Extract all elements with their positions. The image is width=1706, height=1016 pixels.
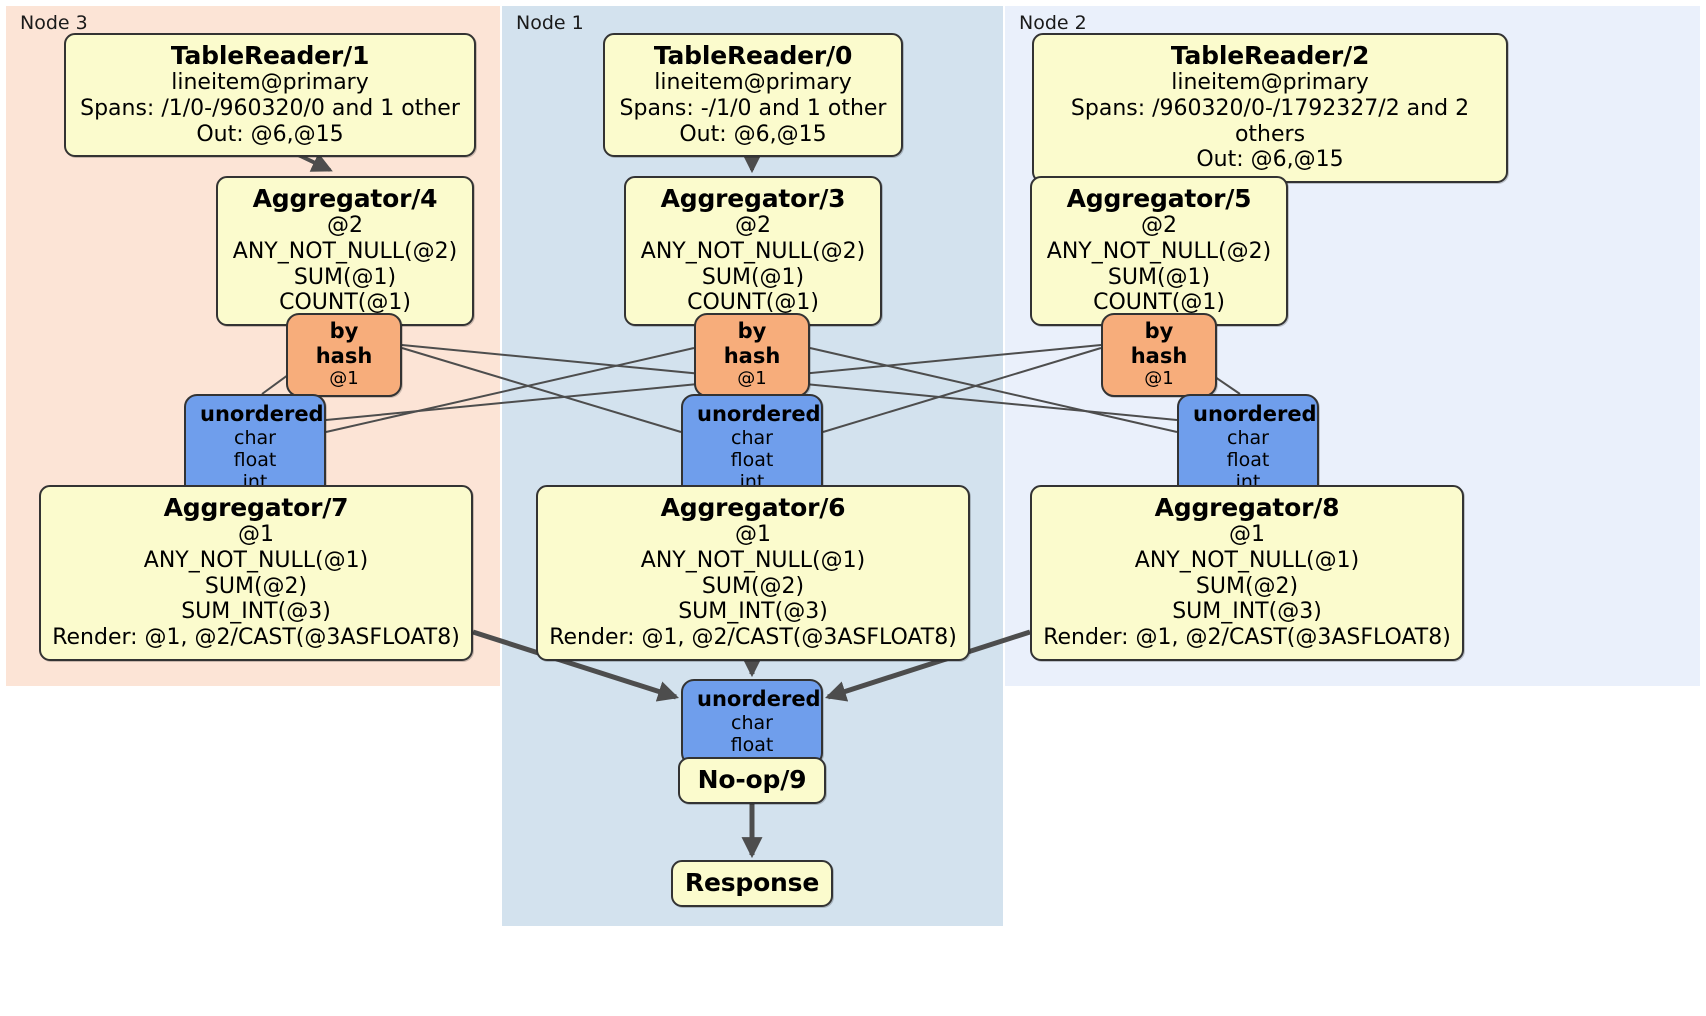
processor-detail: SUM(@2) [204, 573, 308, 599]
processor-detail: @1 [735, 522, 771, 548]
processor-detail: lineitem@primary [654, 70, 852, 96]
synchronizer-type: float [233, 448, 277, 471]
router-detail: @1 [737, 368, 767, 390]
processor-aggregator-6[interactable]: Aggregator/6 @1 ANY_NOT_NULL(@1) SUM(@2)… [536, 485, 970, 661]
node-panel-label: Node 3 [20, 12, 88, 34]
processor-tablereader-1[interactable]: TableReader/1 lineitem@primary Spans: /1… [64, 33, 476, 158]
processor-detail: ANY_NOT_NULL(@2) [640, 238, 866, 264]
synchronizer-type: float [1226, 448, 1270, 471]
router-title: by hash [1130, 319, 1188, 368]
processor-aggregator-3[interactable]: Aggregator/3 @2 ANY_NOT_NULL(@2) SUM(@1)… [624, 176, 882, 327]
processor-title: Aggregator/3 [660, 184, 846, 213]
router-title: by hash [723, 319, 781, 368]
router-byhash-5[interactable]: by hash @1 [1101, 313, 1217, 398]
router-byhash-4[interactable]: by hash @1 [286, 313, 402, 398]
processor-title: Aggregator/4 [252, 184, 438, 213]
processor-detail: COUNT(@1) [687, 290, 819, 316]
synchronizer-title: unordered [697, 402, 821, 426]
router-title: by hash [315, 319, 373, 368]
processor-detail: ANY_NOT_NULL(@2) [1046, 238, 1272, 264]
processor-response[interactable]: Response [671, 860, 833, 908]
processor-detail: COUNT(@1) [1093, 290, 1225, 316]
processor-detail: SUM(@2) [701, 573, 805, 599]
processor-title: Aggregator/5 [1066, 184, 1252, 213]
processor-aggregator-8[interactable]: Aggregator/8 @1 ANY_NOT_NULL(@1) SUM(@2)… [1030, 485, 1464, 661]
processor-aggregator-7[interactable]: Aggregator/7 @1 ANY_NOT_NULL(@1) SUM(@2)… [39, 485, 473, 661]
processor-detail: SUM(@1) [1107, 264, 1211, 290]
processor-render: Render: @1, @2/CAST(@3ASFLOAT8) [1043, 625, 1451, 651]
processor-detail: SUM_INT(@3) [181, 599, 331, 625]
processor-detail: @2 [327, 213, 363, 239]
processor-detail: @1 [1229, 522, 1265, 548]
synchronizer-title: unordered [200, 402, 324, 426]
node-panel-label: Node 1 [516, 12, 584, 34]
processor-title: TableReader/0 [653, 41, 853, 70]
router-detail: @1 [329, 368, 359, 390]
processor-title: Aggregator/8 [1154, 493, 1340, 522]
processor-aggregator-5[interactable]: Aggregator/5 @2 ANY_NOT_NULL(@2) SUM(@1)… [1030, 176, 1288, 327]
processor-aggregator-4[interactable]: Aggregator/4 @2 ANY_NOT_NULL(@2) SUM(@1)… [216, 176, 474, 327]
synchronizer-type: char [731, 426, 773, 449]
processor-detail: Out: @6,@15 [679, 121, 827, 147]
processor-title: TableReader/2 [1170, 41, 1370, 70]
synchronizer-type: char [1227, 426, 1269, 449]
processor-render: Render: @1, @2/CAST(@3ASFLOAT8) [549, 625, 957, 651]
processor-detail: Spans: /1/0-/960320/0 and 1 other [80, 95, 460, 121]
processor-detail: ANY_NOT_NULL(@2) [232, 238, 458, 264]
synchronizer-type: char [731, 711, 773, 734]
processor-detail: SUM(@1) [701, 264, 805, 290]
synchronizer-title: unordered [1193, 402, 1317, 426]
processor-title: Aggregator/6 [660, 493, 846, 522]
processor-detail: SUM(@1) [293, 264, 397, 290]
synchronizer-type: float [730, 733, 774, 756]
synchronizer-title: unordered [697, 687, 821, 711]
processor-title: TableReader/1 [170, 41, 370, 70]
processor-detail: ANY_NOT_NULL(@1) [1134, 547, 1360, 573]
processor-render: Render: @1, @2/CAST(@3ASFLOAT8) [52, 625, 460, 651]
processor-tablereader-0[interactable]: TableReader/0 lineitem@primary Spans: -/… [603, 33, 903, 158]
synchronizer-type: float [730, 448, 774, 471]
node-panel-label: Node 2 [1019, 12, 1087, 34]
processor-title: No-op/9 [697, 765, 807, 794]
processor-detail: SUM_INT(@3) [1172, 599, 1322, 625]
processor-detail: lineitem@primary [1171, 70, 1369, 96]
processor-detail: @1 [238, 522, 274, 548]
processor-title: Aggregator/7 [163, 493, 349, 522]
processor-title: Response [684, 868, 820, 897]
processor-detail: @2 [735, 213, 771, 239]
processor-detail: ANY_NOT_NULL(@1) [640, 547, 866, 573]
processor-tablereader-2[interactable]: TableReader/2 lineitem@primary Spans: /9… [1032, 33, 1508, 184]
synchronizer-type: char [234, 426, 276, 449]
processor-detail: Out: @6,@15 [1196, 147, 1344, 173]
synchronizer-unordered-final[interactable]: unordered char float [681, 679, 823, 766]
processor-detail: lineitem@primary [171, 70, 369, 96]
processor-detail: Spans: /960320/0-/1792327/2 and 2 others [1070, 95, 1470, 147]
processor-noop-9[interactable]: No-op/9 [678, 757, 826, 805]
processor-detail: COUNT(@1) [279, 290, 411, 316]
processor-detail: Spans: -/1/0 and 1 other [619, 95, 887, 121]
processor-detail: ANY_NOT_NULL(@1) [143, 547, 369, 573]
router-detail: @1 [1144, 368, 1174, 390]
router-byhash-3[interactable]: by hash @1 [694, 313, 810, 398]
processor-detail: Out: @6,@15 [196, 121, 344, 147]
processor-detail: @2 [1141, 213, 1177, 239]
processor-detail: SUM(@2) [1195, 573, 1299, 599]
processor-detail: SUM_INT(@3) [678, 599, 828, 625]
